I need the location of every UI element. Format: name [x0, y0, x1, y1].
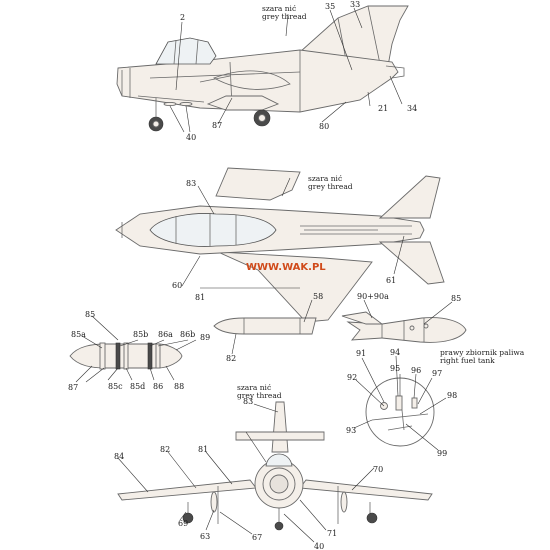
label-95: 95	[390, 364, 400, 373]
front-view	[117, 401, 433, 531]
top-tailplane-lower	[378, 241, 445, 285]
front-nose-wheel	[274, 521, 284, 531]
label-86b: 86b	[180, 330, 195, 339]
top-canopy	[149, 213, 277, 247]
front-tailplane	[235, 431, 325, 441]
label-85c: 85c	[108, 382, 123, 391]
label-71: 71	[327, 529, 337, 538]
note-thread-en-top: grey thread	[308, 182, 353, 191]
watermark: WWW.WAK.PL	[246, 262, 326, 273]
note-thread-en-front: grey thread	[237, 391, 282, 400]
top-tailplane-upper	[378, 175, 441, 219]
label-67: 67	[252, 533, 262, 542]
part-labels: 2 35 33 87 40 80 21 34 83 60 81 61 85 85…	[68, 0, 461, 550]
label-93: 93	[346, 426, 356, 435]
label-82-drop: 82	[226, 354, 236, 363]
label-87-side: 87	[212, 121, 222, 130]
label-97: 97	[432, 369, 442, 378]
label-85d: 85d	[130, 382, 145, 391]
front-wing-right	[299, 479, 433, 501]
top-wing-upper	[215, 167, 301, 201]
top-view	[115, 167, 445, 323]
label-60: 60	[172, 281, 182, 290]
label-90-90a: 90+90a	[357, 292, 389, 301]
label-82-front: 82	[160, 445, 170, 454]
detail-circle	[365, 377, 435, 447]
notes: szara nić grey thread szara nić grey thr…	[237, 4, 525, 400]
label-85a: 85a	[71, 330, 86, 339]
label-21: 21	[378, 104, 388, 113]
label-84: 84	[114, 452, 124, 461]
note-thread-pl-side: szara nić	[262, 4, 296, 13]
side-drop-tank	[206, 95, 280, 111]
front-wheel-left	[182, 512, 194, 524]
label-98: 98	[447, 391, 457, 400]
note-thread-pl-front: szara nić	[237, 383, 271, 392]
top-wing-lower	[217, 251, 373, 323]
label-70: 70	[373, 465, 383, 474]
label-85b: 85b	[133, 330, 148, 339]
side-canopy	[155, 37, 217, 65]
label-89: 89	[200, 333, 210, 342]
label-83-front: 83	[243, 397, 253, 406]
label-92: 92	[347, 373, 357, 382]
note-tank-pl: prawy zbiornik paliwa	[440, 348, 525, 357]
drop-tank-middle	[213, 317, 317, 335]
label-83-top: 83	[186, 179, 196, 188]
front-wing-left	[117, 479, 257, 501]
front-fin	[271, 401, 289, 453]
label-63: 63	[200, 532, 210, 541]
label-33: 33	[350, 0, 360, 9]
label-87-tank: 87	[68, 383, 78, 392]
leader-lines	[75, 7, 453, 543]
label-35: 35	[325, 2, 335, 11]
label-91: 91	[356, 349, 366, 358]
fuel-tank-left	[69, 342, 183, 370]
label-86a: 86a	[158, 330, 173, 339]
label-40-side: 40	[186, 133, 196, 142]
fuel-tank-right	[341, 311, 467, 343]
label-80: 80	[319, 122, 329, 131]
drop-tank-body	[213, 317, 317, 335]
label-81-front: 81	[198, 445, 208, 454]
label-86: 86	[153, 382, 163, 391]
label-85-left: 85	[85, 310, 95, 319]
front-canopy	[265, 453, 293, 467]
label-94: 94	[390, 348, 400, 357]
label-99: 99	[437, 449, 447, 458]
note-thread-pl-top: szara nić	[308, 174, 342, 183]
label-81-top: 81	[195, 293, 205, 302]
label-96: 96	[411, 366, 421, 375]
label-61: 61	[386, 276, 396, 285]
label-34: 34	[407, 104, 417, 113]
label-40-front: 40	[314, 542, 324, 550]
label-58: 58	[313, 292, 323, 301]
label-88: 88	[174, 382, 184, 391]
label-69: 69	[178, 519, 188, 528]
label-85-right: 85	[451, 294, 461, 303]
note-thread-en-side: grey thread	[262, 12, 307, 21]
side-view	[116, 5, 409, 132]
label-2: 2	[180, 13, 185, 22]
front-wheel-right	[366, 512, 378, 524]
note-tank-en: right fuel tank	[440, 356, 495, 365]
